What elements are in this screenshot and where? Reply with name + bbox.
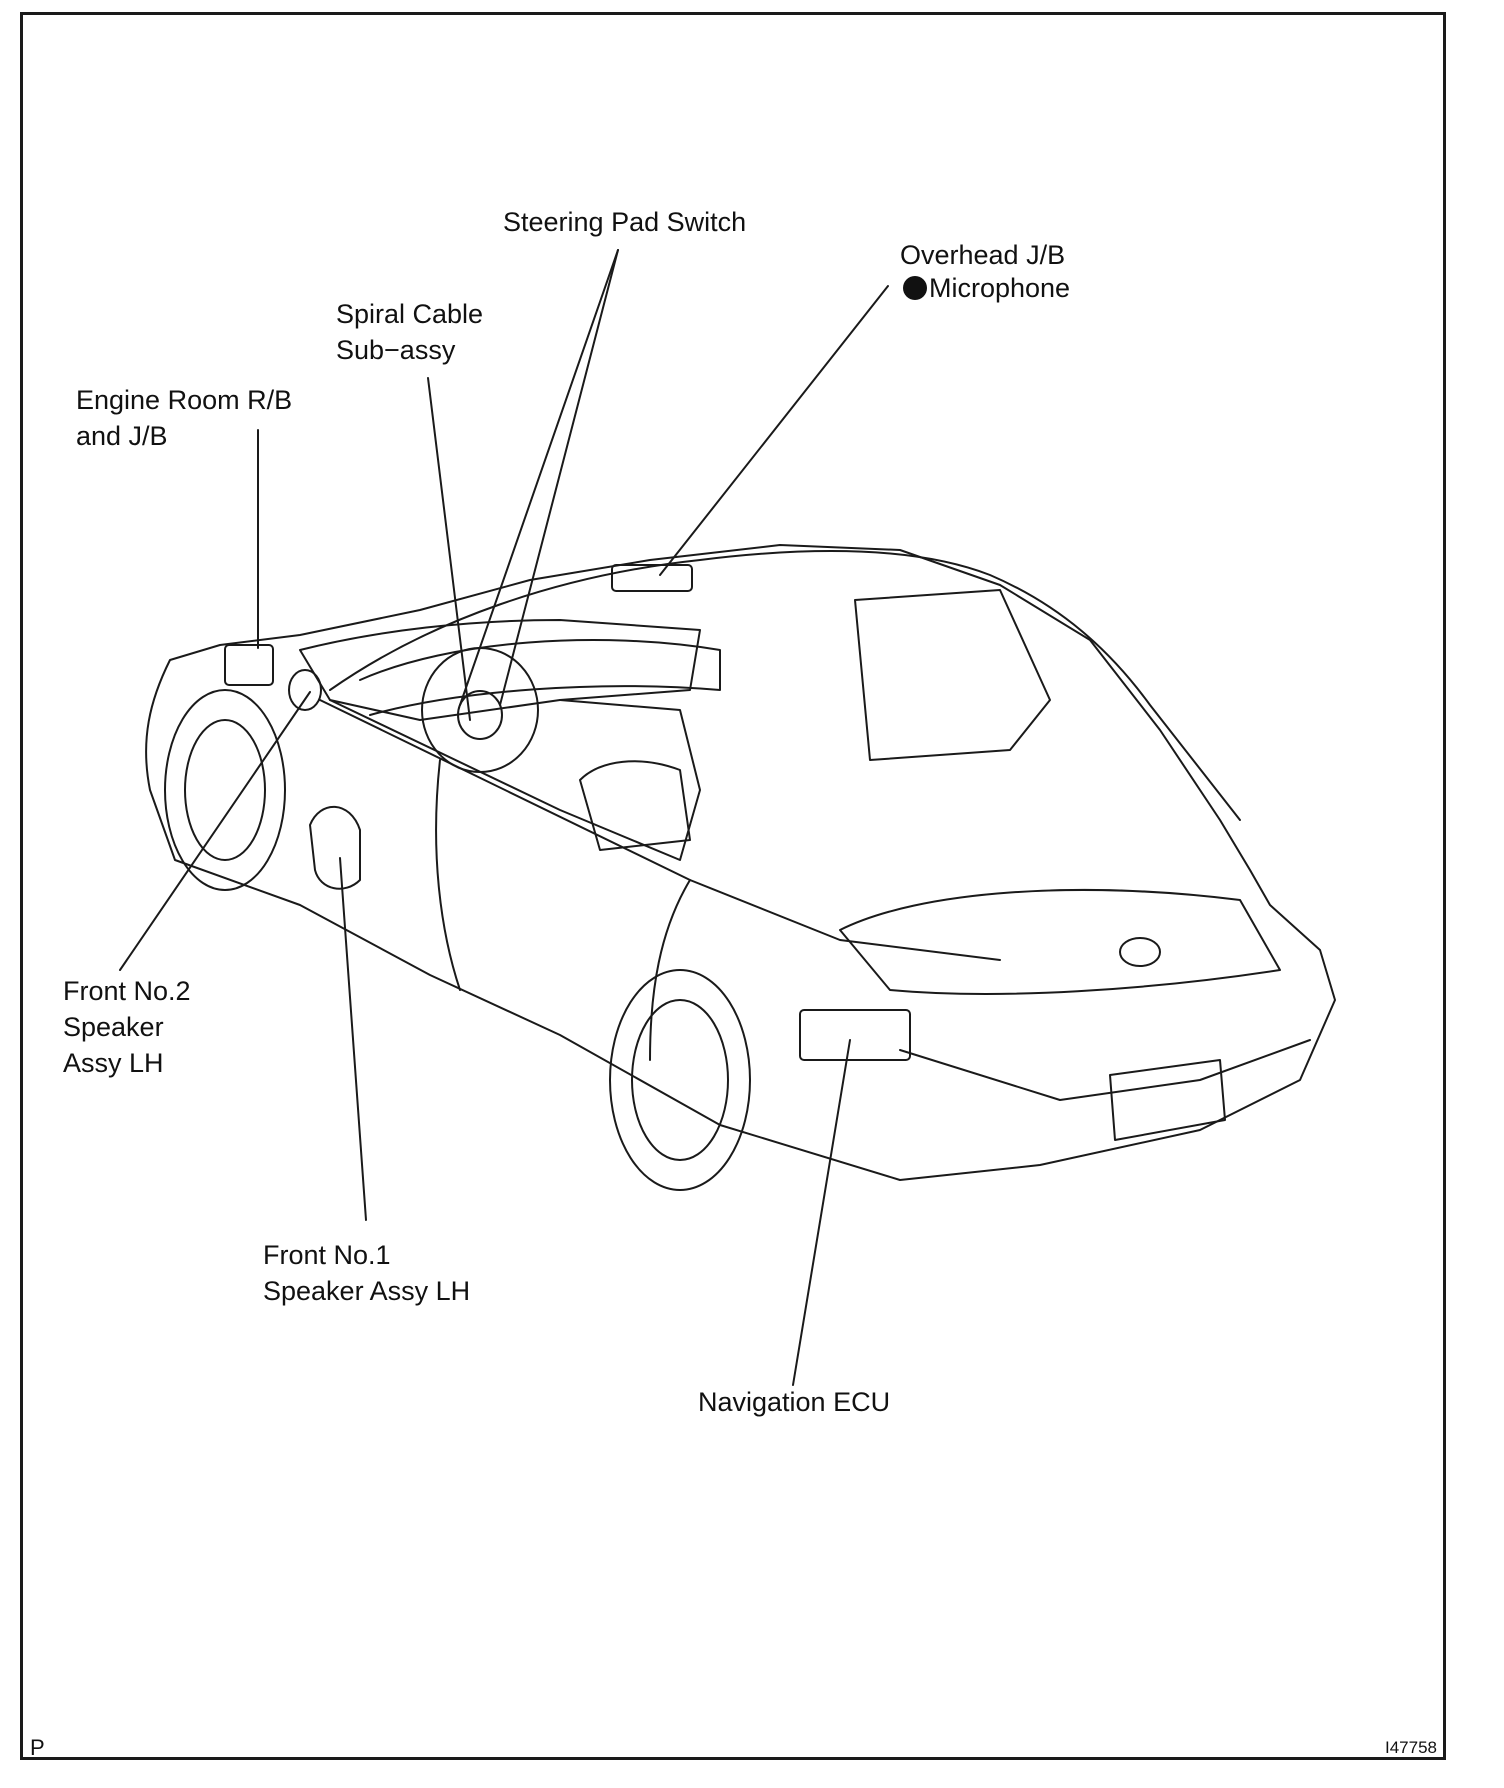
figure-border xyxy=(20,12,1446,1760)
overhead-jb-box xyxy=(611,564,693,592)
leader-steering-pad-2 xyxy=(499,249,619,706)
filled-circle-icon xyxy=(903,276,927,300)
label-spiral-cable-sub: Sub−assy xyxy=(336,335,456,365)
label-engine-room: Engine Room R/B xyxy=(76,385,293,415)
toyota-emblem xyxy=(1119,937,1161,967)
label-front-no2-assy: Assy LH xyxy=(63,1048,164,1078)
car-roof xyxy=(329,550,1241,821)
engine-room-rb-box xyxy=(224,644,274,686)
rear-wheel xyxy=(609,969,751,1191)
leader-front-no2 xyxy=(119,691,311,971)
leader-overhead xyxy=(659,285,889,576)
leader-front-no1 xyxy=(339,857,367,1221)
label-spiral-cable: Spiral Cable xyxy=(336,299,484,329)
seat xyxy=(579,760,691,851)
car-body-outline xyxy=(145,544,1336,1181)
steering-wheel xyxy=(421,647,539,773)
label-front-no1: Front No.1 xyxy=(263,1240,391,1270)
front-wheel xyxy=(164,689,286,891)
rear-window xyxy=(854,589,1051,761)
front-no2-speaker xyxy=(288,669,322,711)
front-no1-speaker xyxy=(309,805,361,890)
door-line-2 xyxy=(649,879,691,1061)
label-navigation-ecu: Navigation ECU xyxy=(698,1387,891,1417)
windshield xyxy=(299,619,701,721)
figure-code: I47758 xyxy=(1385,1738,1437,1757)
label-overhead-jb: Overhead J/B xyxy=(900,240,1066,270)
door-line xyxy=(435,759,461,991)
label-steering-pad-switch: Steering Pad Switch xyxy=(503,207,747,237)
label-front-no1-speaker: Speaker Assy LH xyxy=(263,1276,471,1306)
front-wheel-inner xyxy=(184,719,266,861)
label-microphone: Microphone xyxy=(929,273,1071,303)
steering-pad xyxy=(457,690,503,740)
belt-line xyxy=(319,699,1001,961)
navigation-ecu-box xyxy=(799,1009,911,1061)
label-front-no2-speaker: Speaker xyxy=(63,1012,164,1042)
label-microphone-line: Microphone xyxy=(903,270,1070,306)
leader-steering-pad-1 xyxy=(459,249,619,706)
corner-letter: P xyxy=(30,1735,45,1760)
rear-wheel-inner xyxy=(631,999,729,1161)
label-engine-room-jb: and J/B xyxy=(76,421,168,451)
side-glass xyxy=(329,699,701,861)
label-front-no2: Front No.2 xyxy=(63,976,191,1006)
license-plate xyxy=(1109,1059,1226,1141)
leader-nav-ecu xyxy=(792,1039,851,1386)
trunk-lid xyxy=(839,889,1281,995)
bumper-rear xyxy=(899,1039,1311,1101)
leader-spiral xyxy=(427,377,471,721)
